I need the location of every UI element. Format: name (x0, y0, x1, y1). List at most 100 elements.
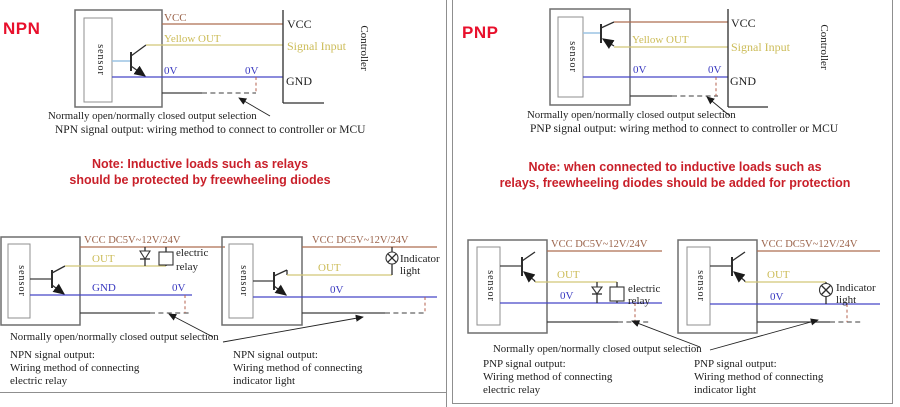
selection-arrow (631, 320, 701, 348)
zero-v-label: 0V (172, 282, 186, 294)
sensor-label: sensor (16, 265, 27, 297)
electric-relay-symbol (609, 282, 625, 303)
gnd-label: GND (92, 282, 116, 294)
zero-v-label: 0V (560, 290, 574, 302)
pnp-note-line2: relays, freewheeling diodes should be ad… (499, 175, 851, 190)
caption-line: indicator light (233, 374, 296, 387)
npn-panel-border (0, 0, 447, 407)
sensor-label: sensor (695, 270, 706, 302)
npn-title: NPN (3, 19, 41, 38)
zero-v-label-2: 0V (245, 65, 259, 77)
indicator-label-1: Indicator (836, 282, 876, 294)
zero-v-label-2: 0V (708, 64, 722, 76)
pnp-selection-caption: Normally open/normally closed output sel… (527, 109, 736, 121)
pnp-title: PNP (462, 23, 499, 42)
freewheeling-diode-symbol (590, 282, 604, 303)
indicator-lamp-symbol (818, 282, 834, 304)
vcc-label: VCC DC5V~12V/24V (761, 239, 858, 250)
npn-relay-caption: NPN signal output: Wiring method of conn… (10, 349, 139, 387)
pnp-top-caption: PNP signal output: wiring method to conn… (530, 123, 839, 135)
gnd-label: GND (286, 74, 312, 88)
caption-line: electric relay (483, 384, 541, 396)
selection-arrow (238, 97, 271, 117)
npn-selection-caption-bottom: Normally open/normally closed output sel… (10, 331, 219, 343)
selection-arrow (222, 314, 364, 343)
sensor-label: sensor (485, 270, 496, 302)
out-label: OUT (92, 253, 115, 265)
npn-transistor-symbol (112, 44, 147, 77)
sensor-label: sensor (567, 41, 578, 73)
npn-panel-bottom-line (0, 392, 447, 393)
relay-label-1: electric (628, 283, 660, 295)
npn-top-caption: NPN signal output: wiring method to conn… (55, 124, 366, 136)
caption-line: Wiring method of connecting (483, 371, 613, 383)
caption-line: NPN signal output: (233, 349, 318, 361)
indicator-label-2: light (400, 265, 420, 277)
controller-label: Controller (818, 24, 830, 70)
selection-arrow (168, 313, 214, 338)
npn-controller-diagram: sensor VCC Yellow OUT 0V 0V VCC Signal I… (74, 9, 370, 117)
sensor-box: sensor (549, 8, 631, 106)
pnp-controller-diagram: sensor Yellow OUT 0V 0V VCC Signal Input… (549, 8, 830, 117)
npn-selection-caption: Normally open/normally closed output sel… (48, 110, 257, 122)
selection-arrow (709, 318, 819, 351)
pnp-relay-caption: PNP signal output: Wiring method of conn… (483, 358, 612, 397)
zero-v-label: 0V (330, 284, 344, 296)
caption-line: Wiring method of connecting (10, 361, 140, 374)
pnp-load-diagrams: sensor (467, 239, 880, 351)
npn-transistor-symbol (253, 269, 288, 296)
freewheeling-diode-symbol (139, 247, 151, 266)
npn-indicator-caption: NPN signal output: Wiring method of conn… (233, 349, 362, 387)
controller-label: Controller (358, 25, 370, 71)
relay-label-2: relay (176, 261, 198, 273)
out-label: OUT (767, 269, 790, 281)
indicator-label-1: Indicator (400, 253, 440, 265)
vcc-label: VCC DC5V~12V/24V (84, 235, 181, 246)
pnp-indicator-diagram: sensor VCC DC5V~12V/24V OUT (677, 239, 880, 351)
pnp-selection-caption-bottom: Normally open/normally closed output sel… (493, 343, 702, 355)
out-label: OUT (318, 262, 341, 274)
pnp-transistor-symbol (583, 21, 615, 49)
caption-line: PNP signal output: (694, 358, 777, 370)
sensor-label: sensor (238, 265, 249, 297)
caption-line: NPN signal output: (10, 349, 95, 361)
out-label: OUT (557, 269, 580, 281)
signal-input-label: Signal Input (287, 39, 347, 53)
npn-note-line2: should be protected by freewheeling diod… (69, 172, 331, 187)
indicator-label-2: light (836, 294, 856, 306)
pnp-transistor-symbol (710, 251, 746, 283)
controller-vcc-label: VCC (731, 16, 756, 30)
caption-line: Wiring method of connecting (233, 361, 363, 374)
sensor-box: sensor (74, 9, 163, 108)
controller-vcc-label: VCC (287, 17, 312, 31)
npn-load-diagrams: sensor VCC (0, 235, 440, 343)
pnp-panel-border (452, 0, 893, 404)
vcc-wire-label: VCC (164, 12, 187, 24)
pnp-note: Note: when connected to inductive loads … (470, 160, 880, 191)
pnp-note-line1: Note: when connected to inductive loads … (528, 160, 822, 174)
vcc-label: VCC DC5V~12V/24V (551, 239, 648, 250)
caption-line: PNP signal output: (483, 358, 566, 370)
gnd-label: GND (730, 74, 756, 88)
npn-note-line1: Note: Inductive loads such as relays (91, 157, 309, 171)
zero-v-label-1: 0V (164, 65, 178, 77)
controller-bracket (727, 9, 768, 108)
npn-transistor-symbol (30, 265, 66, 295)
caption-line: electric relay (10, 374, 68, 387)
zero-v-label: 0V (770, 291, 784, 303)
sensor-label: sensor (95, 44, 106, 76)
relay-label-1: electric (176, 247, 208, 259)
pnp-transistor-symbol (500, 251, 536, 283)
vcc-label: VCC DC5V~12V/24V (312, 235, 409, 246)
pnp-indicator-caption: PNP signal output: Wiring method of conn… (694, 358, 823, 397)
npn-note: Note: Inductive loads such as relays sho… (15, 157, 385, 188)
zero-v-label-1: 0V (633, 64, 647, 76)
npn-relay-diagram: sensor VCC (0, 235, 225, 338)
relay-label-2: relay (628, 295, 650, 307)
signal-input-label: Signal Input (731, 40, 791, 54)
controller-bracket (282, 10, 324, 104)
pnp-relay-diagram: sensor (467, 239, 701, 348)
npn-indicator-diagram: sensor VCC DC5V~12V/24V OUT (221, 235, 440, 343)
yellow-out-label: Yellow OUT (632, 34, 689, 46)
